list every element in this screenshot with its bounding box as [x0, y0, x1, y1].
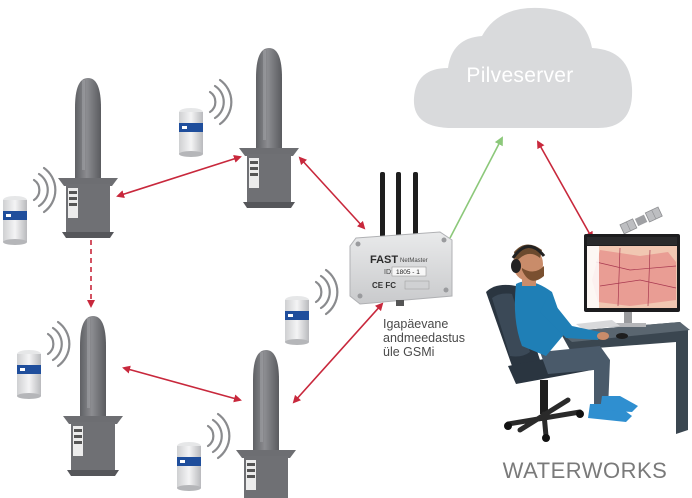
hydrant-icon: [239, 48, 299, 208]
gateway-marks: CE FC: [372, 281, 396, 290]
link-hydrant1-hydrant2: [116, 155, 242, 198]
sensor-icon: [179, 108, 203, 157]
waterworks-scene: [486, 234, 690, 442]
hydrant-icon: [58, 78, 118, 238]
wifi-signal-icon: [32, 166, 57, 214]
transmission-line: üle GSMi: [383, 345, 435, 359]
gateway-id-label: ID:: [384, 269, 393, 276]
monitor-icon: [584, 234, 680, 327]
link-hydrant2-gateway: [298, 156, 366, 230]
link-cloud-waterworks: [537, 140, 593, 240]
wifi-signal-icon: [314, 268, 339, 316]
sensor-icon: [177, 442, 201, 491]
keyboard: [576, 320, 620, 330]
hydrant-icon: [63, 316, 123, 476]
transmission-label: Igapäevane andmeedastus üle GSMi: [383, 317, 503, 359]
sensor-icon: [17, 350, 41, 399]
sensor-icon: [285, 296, 309, 345]
gateway-brand: FAST: [370, 254, 398, 266]
uplink-gateway-cloud: [449, 136, 503, 239]
gateway-model: NetMaster: [400, 258, 428, 264]
waterworks-label: WATERWORKS: [502, 458, 668, 483]
cloud-icon: [413, 7, 633, 128]
link-hydrant3-hydrant4: [122, 365, 242, 403]
link-hydrant4-gateway: [292, 302, 384, 404]
satellite-icon: [619, 206, 663, 235]
transmission-line: Igapäevane: [383, 317, 449, 331]
gateway-id-value: 1805 - 1: [396, 269, 420, 276]
gateway-icon: FAST NetMaster ID: 1805 - 1 CE FC: [349, 172, 453, 306]
wifi-signal-icon: [206, 412, 231, 460]
transmission-line: andmeedastus: [383, 331, 466, 345]
mouse: [616, 333, 628, 339]
wifi-signal-icon: [46, 320, 71, 368]
sensor-icon: [3, 196, 27, 245]
wifi-signal-icon: [208, 78, 233, 126]
cloud-label: Pilveserver: [466, 64, 574, 87]
person-icon: [511, 244, 638, 422]
hydrant-icon: [236, 350, 296, 498]
